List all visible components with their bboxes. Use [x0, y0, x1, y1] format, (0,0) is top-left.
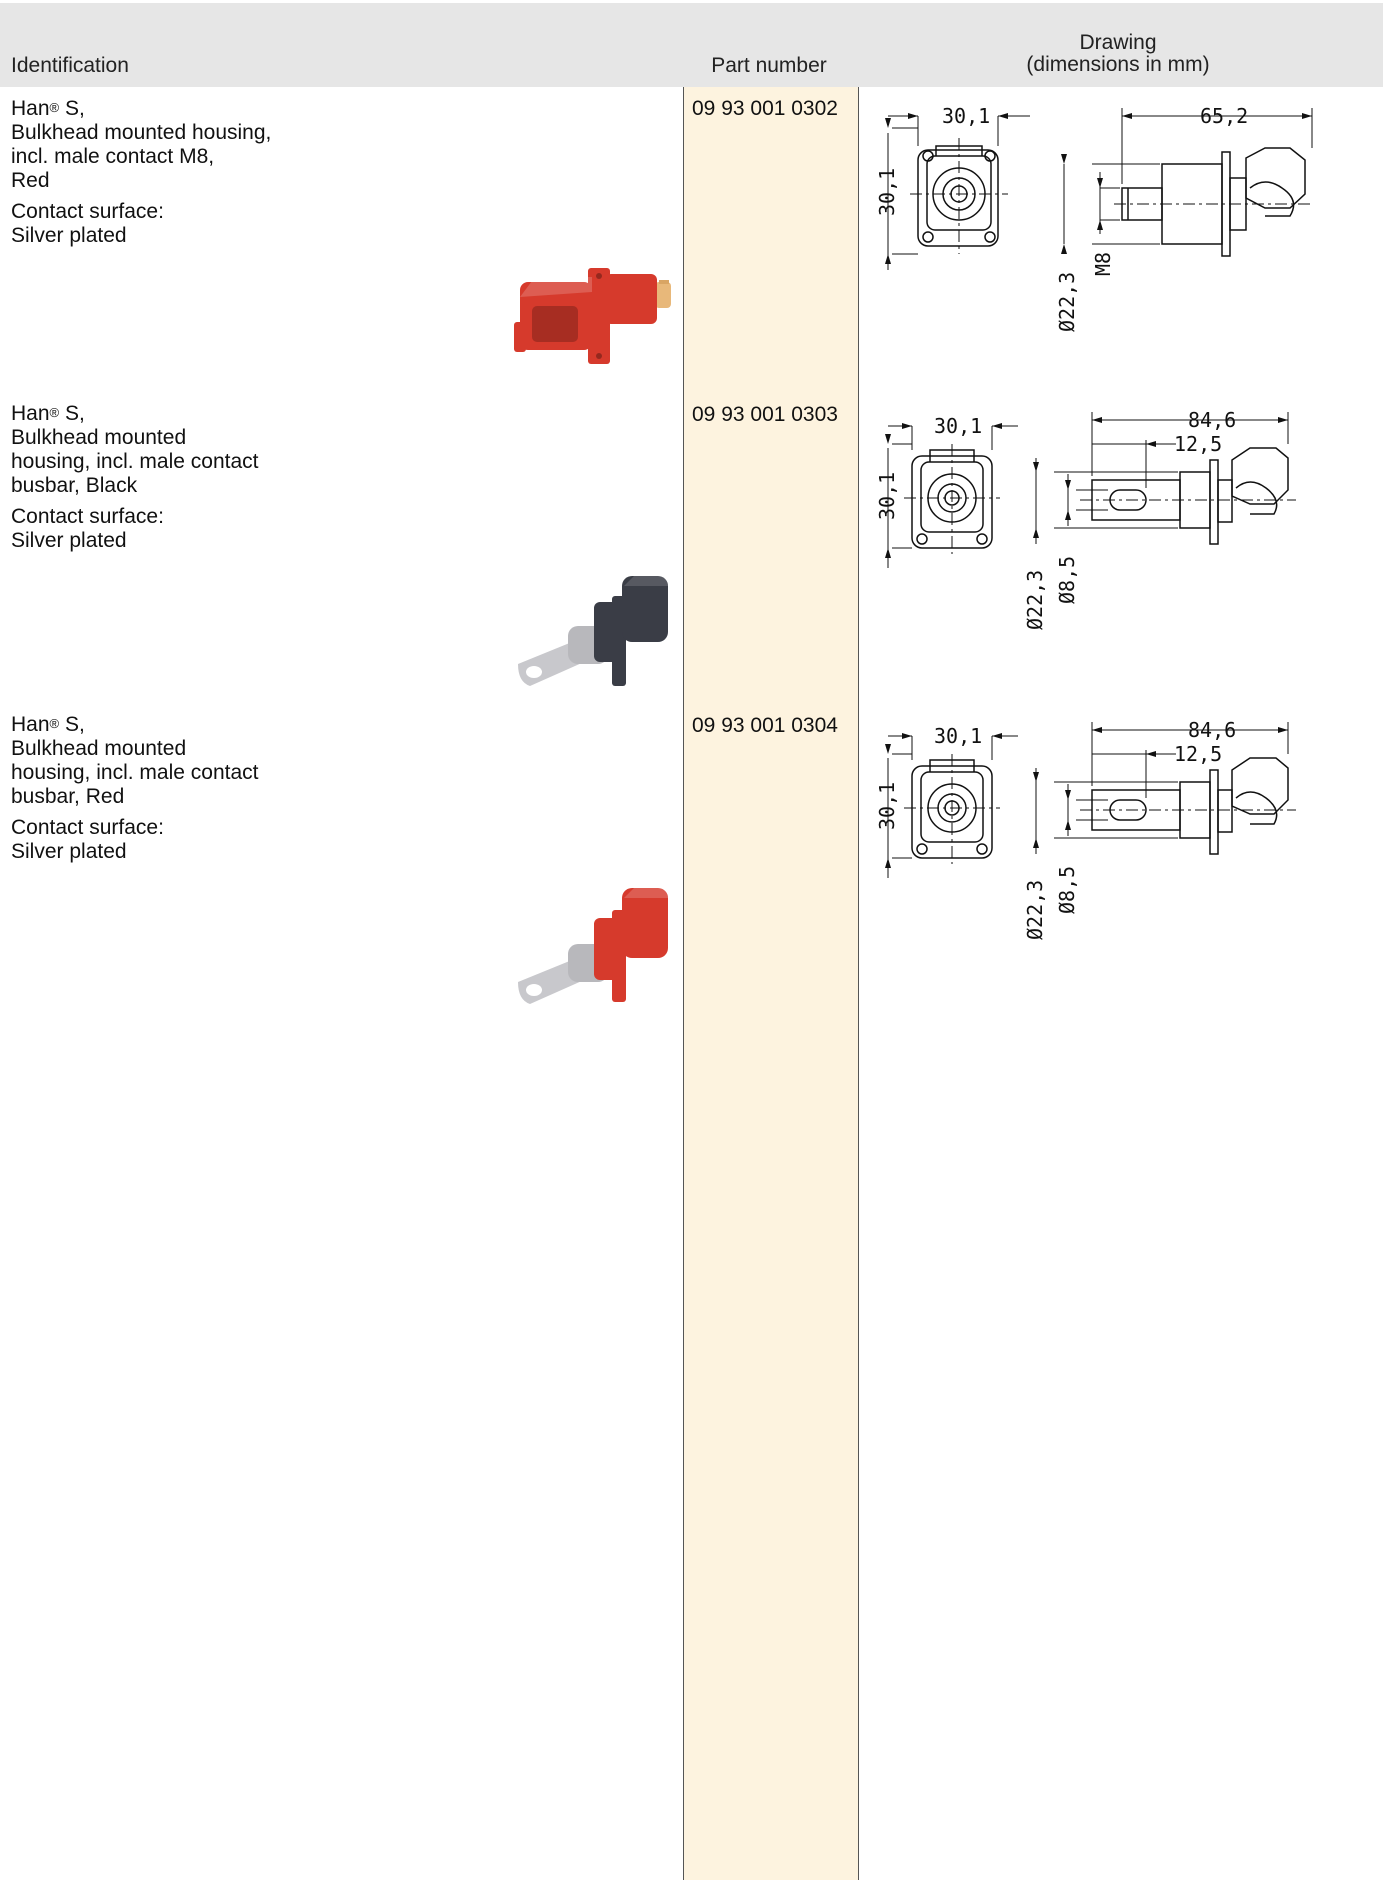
product-title: Han® S, — [11, 97, 85, 120]
product-photo — [514, 268, 671, 364]
part-number-column-header: Part number — [711, 54, 827, 77]
width-dimension: 30,1 — [934, 414, 982, 438]
dimension-drawing: 30,1 84,6 12,5 30,1 Ø22,3 Ø8,5 — [875, 718, 1296, 940]
product-title: Han® S, — [11, 402, 85, 425]
description-line: Bulkhead mounted housing, — [11, 121, 272, 144]
description-line: busbar, Red — [11, 785, 125, 808]
product-photo — [518, 884, 668, 1004]
diameter-dimension: Ø22,3 — [1023, 880, 1047, 940]
drawing-header-units: (dimensions in mm) — [1026, 53, 1210, 76]
description-line: housing, incl. male contact — [11, 761, 259, 784]
contact-surface-value: Silver plated — [11, 529, 127, 552]
description-line: incl. male contact M8, — [11, 145, 215, 168]
description-line: housing, incl. male contact — [11, 450, 259, 473]
description-line: Red — [11, 169, 50, 192]
row-identification: Han® S, Bulkhead mounted housing, incl. … — [11, 402, 258, 553]
diameter-dimension: Ø22,3 — [1055, 272, 1079, 332]
part-number[interactable]: 09 93 001 0302 — [692, 97, 838, 120]
drawing-header-line: Drawing — [1079, 31, 1157, 54]
busbar-dimension: 12,5 — [1174, 742, 1222, 766]
height-dimension: 30,1 — [875, 782, 899, 830]
hole-dimension: Ø8,5 — [1055, 556, 1079, 604]
description-line: busbar, Black — [11, 474, 138, 497]
contact-surface-label: Contact surface: — [11, 200, 164, 223]
row-identification: Han® S, Bulkhead mounted housing, incl. … — [11, 713, 258, 864]
description-line: Bulkhead mounted — [11, 426, 187, 449]
width-dimension: 30,1 — [934, 724, 982, 748]
part-number[interactable]: 09 93 001 0303 — [692, 403, 838, 426]
busbar-dimension: 12,5 — [1174, 432, 1222, 456]
height-dimension: 30,1 — [875, 472, 899, 520]
description-line: Bulkhead mounted — [11, 737, 187, 760]
contact-surface-value: Silver plated — [11, 224, 127, 247]
part-number-column — [683, 87, 859, 1880]
table-header: Identification Part number Drawing (dime… — [0, 3, 1383, 87]
contact-surface-label: Contact surface: — [11, 816, 164, 839]
dimension-drawing: 30,1 84,6 12,5 30,1 Ø22,3 Ø8,5 — [875, 408, 1296, 630]
hole-dimension: Ø8,5 — [1055, 866, 1079, 914]
product-title: Han® S, — [11, 713, 85, 736]
width-dimension: 30,1 — [942, 104, 990, 128]
identification-column-header: Identification — [11, 54, 129, 77]
height-dimension: 30,1 — [875, 168, 899, 216]
length-dimension: 84,6 — [1188, 408, 1236, 432]
row-identification: Han® S, Bulkhead mounted housing, incl. … — [11, 97, 271, 248]
length-dimension: 84,6 — [1188, 718, 1236, 742]
dimension-drawing: 30,1 65,2 30,1 Ø22,3 M8 — [875, 104, 1313, 332]
product-photo — [518, 572, 668, 686]
length-dimension: 65,2 — [1200, 104, 1248, 128]
thread-dimension: M8 — [1091, 252, 1115, 276]
contact-surface-label: Contact surface: — [11, 505, 164, 528]
part-number[interactable]: 09 93 001 0304 — [692, 714, 838, 737]
drawing-column-header: Drawing (dimensions in mm) — [1000, 32, 1236, 76]
diameter-dimension: Ø22,3 — [1023, 570, 1047, 630]
contact-surface-value: Silver plated — [11, 840, 127, 863]
